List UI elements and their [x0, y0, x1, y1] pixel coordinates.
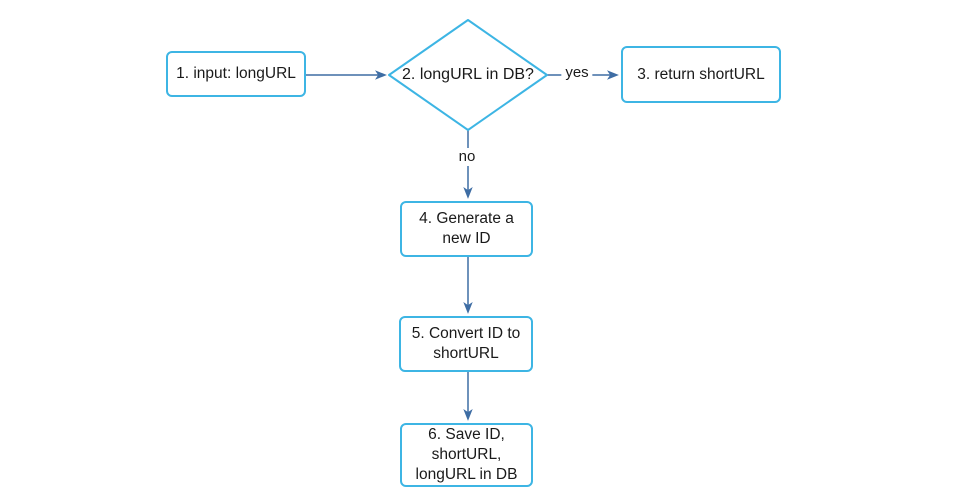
- node-check-longurl-in-db: 2. longURL in DB?: [402, 66, 534, 83]
- node-generate-new-id: 4. Generate a new ID: [400, 201, 533, 257]
- node-return-shorturl: 3. return shortURL: [621, 46, 781, 103]
- node-convert-id-to-shorturl: 5. Convert ID to shortURL: [399, 316, 533, 372]
- edge-label-no: no: [454, 148, 480, 166]
- edge-label-yes: yes: [561, 64, 593, 82]
- decision-diamond-shape: [388, 19, 548, 131]
- node-save-to-db: 6. Save ID, shortURL, longURL in DB: [400, 423, 533, 487]
- node-input-longurl: 1. input: longURL: [166, 51, 306, 97]
